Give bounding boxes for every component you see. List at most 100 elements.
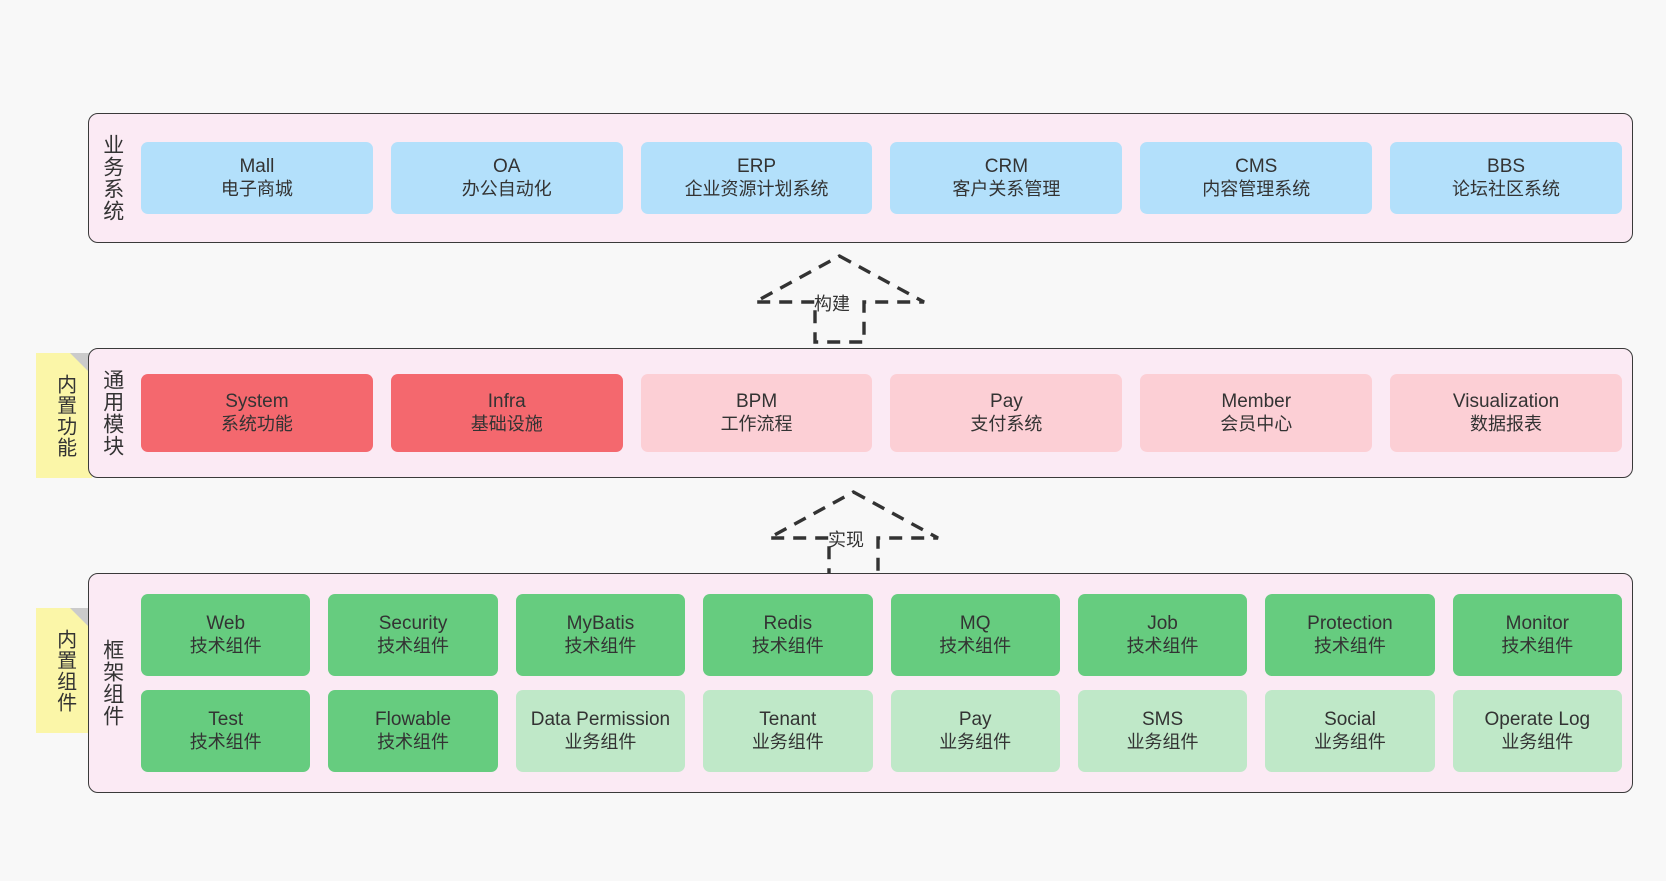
card-title-cn: 业务组件 (1501, 731, 1574, 752)
card-title-en: Tenant (759, 709, 817, 731)
card-title-cn: 技术组件 (1313, 635, 1386, 656)
card-title-en: Test (208, 709, 244, 731)
note-label: 内置组件 (53, 628, 76, 713)
card-title-en: Visualization (1452, 391, 1560, 413)
card-title-cn: 技术组件 (939, 635, 1012, 656)
card-title-en: Job (1147, 613, 1178, 635)
card-pay-component[interactable]: Pay 业务组件 (890, 690, 1060, 772)
card-row: Test 技术组件 Flowable 技术组件 Data Permission … (141, 690, 1622, 772)
card-title-en: MQ (959, 613, 991, 635)
note-label: 内置功能 (53, 373, 76, 458)
card-title-en: Pay (958, 709, 992, 731)
card-title-en: BBS (1487, 156, 1526, 178)
connector-implement: 实现 (766, 488, 941, 580)
card-mq[interactable]: MQ 技术组件 (890, 594, 1060, 676)
connector-label-implement: 实现 (828, 530, 864, 550)
card-title-en: Web (206, 613, 246, 635)
card-title-cn: 技术组件 (564, 635, 637, 656)
note-fold-corner-icon (70, 608, 92, 630)
card-infra[interactable]: Infra 基础设施 (390, 374, 623, 452)
card-system[interactable]: System 系统功能 (141, 374, 373, 452)
card-protection[interactable]: Protection 技术组件 (1265, 594, 1435, 676)
card-social[interactable]: Social 业务组件 (1265, 690, 1435, 772)
card-flowable[interactable]: Flowable 技术组件 (328, 690, 498, 772)
card-title-cn: 系统功能 (220, 413, 293, 434)
card-operate-log[interactable]: Operate Log 业务组件 (1452, 690, 1622, 772)
card-mybatis[interactable]: MyBatis 技术组件 (515, 594, 686, 676)
card-test[interactable]: Test 技术组件 (141, 690, 311, 772)
card-title-en: Social (1324, 709, 1376, 731)
card-crm[interactable]: CRM 客户关系管理 (890, 142, 1123, 214)
card-title-cn: 技术组件 (751, 635, 824, 656)
card-title-en: SMS (1141, 709, 1184, 731)
card-title-cn: 支付系统 (970, 413, 1043, 434)
card-title-en: BPM (735, 391, 778, 413)
card-oa[interactable]: OA 办公自动化 (390, 142, 623, 214)
card-title-cn: 技术组件 (377, 635, 450, 656)
card-security[interactable]: Security 技术组件 (328, 594, 498, 676)
card-title-cn: 业务组件 (564, 731, 637, 752)
card-title-en: Data Permission (530, 709, 671, 731)
card-job[interactable]: Job 技术组件 (1077, 594, 1248, 676)
card-tenant[interactable]: Tenant 业务组件 (703, 690, 873, 772)
layer-title-framework-component: 框架组件 (100, 639, 124, 727)
layer-body-framework-component: Web 技术组件 Security 技术组件 MyBatis 技术组件 Redi… (135, 574, 1632, 792)
card-title-en: Member (1221, 391, 1292, 413)
card-sms[interactable]: SMS 业务组件 (1077, 690, 1248, 772)
card-title-en: Flowable (375, 709, 452, 731)
card-title-cn: 客户关系管理 (952, 178, 1061, 199)
connector-build: 构建 (752, 252, 927, 344)
card-web[interactable]: Web 技术组件 (141, 594, 311, 676)
card-title-en: Redis (763, 613, 813, 635)
card-title-en: ERP (737, 156, 777, 178)
card-title-cn: 基础设施 (470, 413, 543, 434)
card-title-cn: 会员中心 (1220, 413, 1293, 434)
card-title-cn: 电子商城 (220, 178, 293, 199)
card-title-en: Operate Log (1484, 709, 1591, 731)
card-title-cn: 业务组件 (1313, 731, 1386, 752)
card-cms[interactable]: CMS 内容管理系统 (1140, 142, 1373, 214)
card-title-cn: 工作流程 (720, 413, 793, 434)
card-title-cn: 业务组件 (751, 731, 824, 752)
card-monitor[interactable]: Monitor 技术组件 (1452, 594, 1622, 676)
card-member[interactable]: Member 会员中心 (1140, 374, 1373, 452)
card-bbs[interactable]: BBS 论坛社区系统 (1390, 142, 1622, 214)
note-fold-corner-icon (70, 353, 92, 375)
card-title-cn: 技术组件 (377, 731, 450, 752)
card-title-en: OA (493, 156, 521, 178)
card-mall[interactable]: Mall 电子商城 (141, 142, 373, 214)
card-data-permission[interactable]: Data Permission 业务组件 (515, 690, 686, 772)
card-title-cn: 内容管理系统 (1202, 178, 1311, 199)
card-title-cn: 业务组件 (1126, 731, 1199, 752)
card-row: Mall 电子商城 OA 办公自动化 ERP 企业资源计划系统 CRM 客户关系… (141, 142, 1622, 214)
card-title-en: Infra (487, 391, 526, 413)
card-erp[interactable]: ERP 企业资源计划系统 (640, 142, 873, 214)
layer-common-module: 通用模块 System 系统功能 Infra 基础设施 BPM 工作流程 Pay… (88, 348, 1633, 478)
card-title-en: MyBatis (566, 613, 635, 635)
card-bpm[interactable]: BPM 工作流程 (640, 374, 873, 452)
card-title-cn: 技术组件 (1126, 635, 1199, 656)
card-title-cn: 企业资源计划系统 (684, 178, 829, 199)
card-title-en: Security (378, 613, 448, 635)
card-title-en: Pay (990, 391, 1023, 413)
card-row: Web 技术组件 Security 技术组件 MyBatis 技术组件 Redi… (141, 594, 1622, 676)
dashed-generalization-arrow-icon (754, 254, 925, 344)
card-title-cn: 技术组件 (189, 635, 262, 656)
card-redis[interactable]: Redis 技术组件 (703, 594, 873, 676)
card-title-cn: 办公自动化 (461, 178, 552, 199)
card-title-cn: 技术组件 (189, 731, 262, 752)
card-title-cn: 业务组件 (939, 731, 1012, 752)
note-builtin-feature: 内置功能 (36, 353, 92, 478)
card-pay[interactable]: Pay 支付系统 (890, 374, 1123, 452)
card-title-en: Monitor (1505, 613, 1569, 635)
card-title-cn: 数据报表 (1470, 413, 1543, 434)
card-visualization[interactable]: Visualization 数据报表 (1390, 374, 1622, 452)
connector-label-build: 构建 (814, 294, 850, 314)
layer-body-business-system: Mall 电子商城 OA 办公自动化 ERP 企业资源计划系统 CRM 客户关系… (135, 114, 1632, 242)
note-builtin-component: 内置组件 (36, 608, 92, 733)
layer-framework-component: 框架组件 Web 技术组件 Security 技术组件 MyBatis 技术组件… (88, 573, 1633, 793)
card-title-cn: 技术组件 (1501, 635, 1574, 656)
card-title-en: System (225, 391, 289, 413)
card-title-cn: 论坛社区系统 (1452, 178, 1561, 199)
